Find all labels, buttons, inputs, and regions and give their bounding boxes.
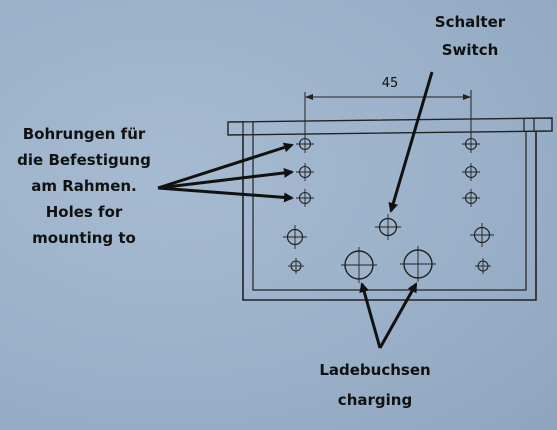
- side-hole: [475, 258, 491, 274]
- label-line: mounting to: [32, 229, 136, 247]
- label-line: am Rahmen.: [31, 177, 137, 195]
- charging-label: Ladebuchsen charging: [300, 355, 450, 415]
- mounting-hole: [462, 163, 480, 181]
- label-line: Holes for: [45, 203, 123, 221]
- dimension-label: 45: [381, 76, 399, 91]
- plate-outline: [242, 131, 537, 301]
- mounting-holes-label: Bohrungen für die Befestigung am Rahmen.…: [4, 121, 164, 251]
- dimension-line-45: [304, 90, 472, 137]
- label-line: Switch: [441, 41, 499, 59]
- label-line: die Befestigung: [17, 151, 151, 169]
- mounting-hole: [296, 135, 314, 153]
- mounting-hole: [462, 189, 480, 207]
- label-line: Ladebuchsen: [319, 361, 431, 379]
- side-hole: [283, 225, 307, 249]
- label-line: Bohrungen für: [22, 125, 146, 143]
- switch-arrow: [388, 71, 434, 213]
- mounting-hole: [296, 163, 314, 181]
- label-line: charging: [337, 391, 413, 409]
- label-line: Schalter: [434, 13, 506, 31]
- switch-hole: [375, 214, 401, 240]
- side-hole: [288, 258, 304, 274]
- mounting-hole: [296, 189, 314, 207]
- side-hole: [470, 223, 494, 247]
- holes-arrows: [157, 142, 294, 203]
- charging-arrows: [359, 282, 418, 349]
- charging-socket-hole: [400, 246, 436, 282]
- top-rail: [227, 117, 553, 136]
- charging-socket-hole: [341, 247, 377, 283]
- switch-label: Schalter Switch: [420, 8, 520, 64]
- mounting-hole: [462, 135, 480, 153]
